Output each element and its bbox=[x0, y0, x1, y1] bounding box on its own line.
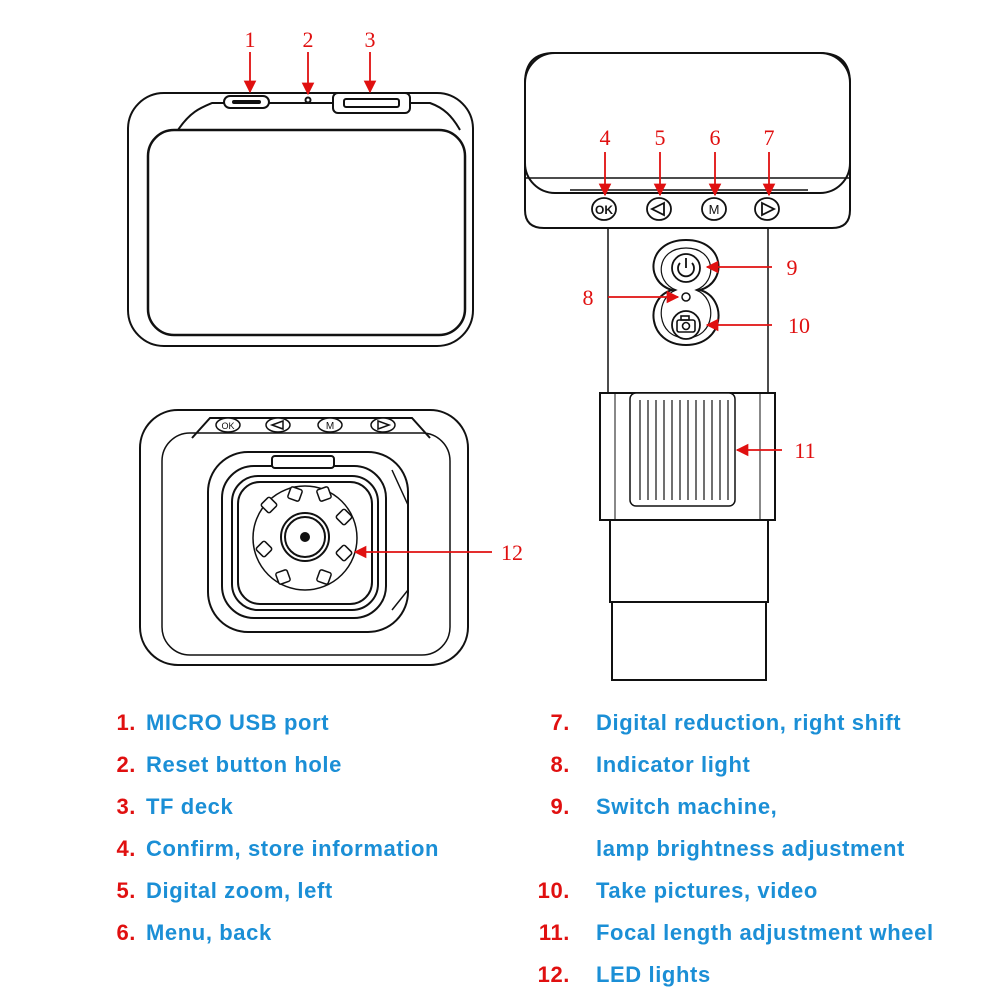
svg-text:12: 12 bbox=[501, 540, 523, 565]
callouts: 1 2 3 4 5 6 7 8 bbox=[243, 27, 816, 565]
micro-usb-port bbox=[223, 95, 270, 109]
legend-num: 10. bbox=[537, 878, 570, 903]
callout-1: 1 bbox=[243, 27, 257, 94]
menu-button-glyph: M bbox=[709, 202, 720, 217]
legend-num: 3. bbox=[116, 794, 136, 819]
legend: 1. MICRO USB port 2. Reset button hole 3… bbox=[0, 700, 1000, 1000]
legend-text: Indicator light bbox=[596, 752, 751, 777]
callout-6: 6 bbox=[708, 125, 722, 197]
device-side-view: OK M bbox=[524, 52, 851, 681]
svg-text:5: 5 bbox=[655, 125, 666, 150]
menu-glyph: M bbox=[326, 421, 334, 432]
legend-num: 5. bbox=[116, 878, 136, 903]
callout-9: 9 bbox=[705, 255, 798, 280]
legend-num: 4. bbox=[116, 836, 136, 861]
legend-num: 1. bbox=[116, 710, 136, 735]
callout-4: 4 bbox=[598, 125, 612, 197]
legend-text: Switch machine, bbox=[596, 794, 778, 819]
device-top-view bbox=[127, 92, 474, 347]
legend-num: 6. bbox=[116, 920, 136, 945]
callout-5: 5 bbox=[653, 125, 667, 197]
legend-text: TF deck bbox=[146, 794, 234, 819]
legend-num: 9. bbox=[550, 794, 570, 819]
ok-button-glyph: OK bbox=[595, 203, 613, 217]
power-icon bbox=[677, 258, 695, 278]
svg-text:10: 10 bbox=[788, 313, 810, 338]
indicator-light bbox=[681, 292, 691, 302]
handle-buttons bbox=[652, 238, 720, 347]
legend-num: 8. bbox=[550, 752, 570, 777]
svg-text:4: 4 bbox=[600, 125, 611, 150]
legend-text: MICRO USB port bbox=[146, 710, 330, 735]
camera-shutter-icon bbox=[676, 315, 696, 333]
callout-2: 2 bbox=[301, 27, 315, 96]
focus-wheel bbox=[599, 392, 776, 521]
callout-10: 10 bbox=[705, 313, 810, 338]
callout-11: 11 bbox=[735, 438, 816, 463]
legend-text: LED lights bbox=[596, 962, 711, 987]
svg-text:9: 9 bbox=[787, 255, 798, 280]
callout-8: 8 bbox=[583, 285, 680, 310]
legend-text: Menu, back bbox=[146, 920, 272, 945]
legend-num: 12. bbox=[537, 962, 570, 987]
legend-text: Take pictures, video bbox=[596, 878, 818, 903]
callout-7: 7 bbox=[762, 125, 776, 197]
camera-lens bbox=[280, 512, 330, 562]
legend-num: 2. bbox=[116, 752, 136, 777]
device-diagram: OK M bbox=[127, 27, 851, 681]
tf-card-slot bbox=[332, 92, 411, 114]
svg-text:3: 3 bbox=[365, 27, 376, 52]
svg-text:6: 6 bbox=[710, 125, 721, 150]
svg-text:11: 11 bbox=[794, 438, 815, 463]
svg-text:2: 2 bbox=[303, 27, 314, 52]
svg-text:1: 1 bbox=[245, 27, 256, 52]
legend-text: Digital reduction, right shift bbox=[596, 710, 902, 735]
callout-12: 12 bbox=[353, 540, 523, 565]
reset-button-hole bbox=[304, 96, 312, 104]
ok-glyph: OK bbox=[221, 421, 234, 431]
legend-text: Reset button hole bbox=[146, 752, 342, 777]
lens-side-buttons: OK M bbox=[215, 417, 396, 433]
svg-text:8: 8 bbox=[583, 285, 594, 310]
legend-num: 11. bbox=[538, 920, 570, 945]
legend-text: Confirm, store information bbox=[146, 836, 440, 861]
legend-text: lamp brightness adjustment bbox=[596, 836, 905, 861]
legend-text: Digital zoom, left bbox=[146, 878, 333, 903]
side-buttons: OK M bbox=[591, 197, 780, 221]
legend-num: 7. bbox=[550, 710, 570, 735]
svg-text:7: 7 bbox=[764, 125, 775, 150]
callout-3: 3 bbox=[363, 27, 377, 94]
legend-text: Focal length adjustment wheel bbox=[596, 920, 934, 945]
device-lens-view: OK M bbox=[139, 409, 469, 666]
